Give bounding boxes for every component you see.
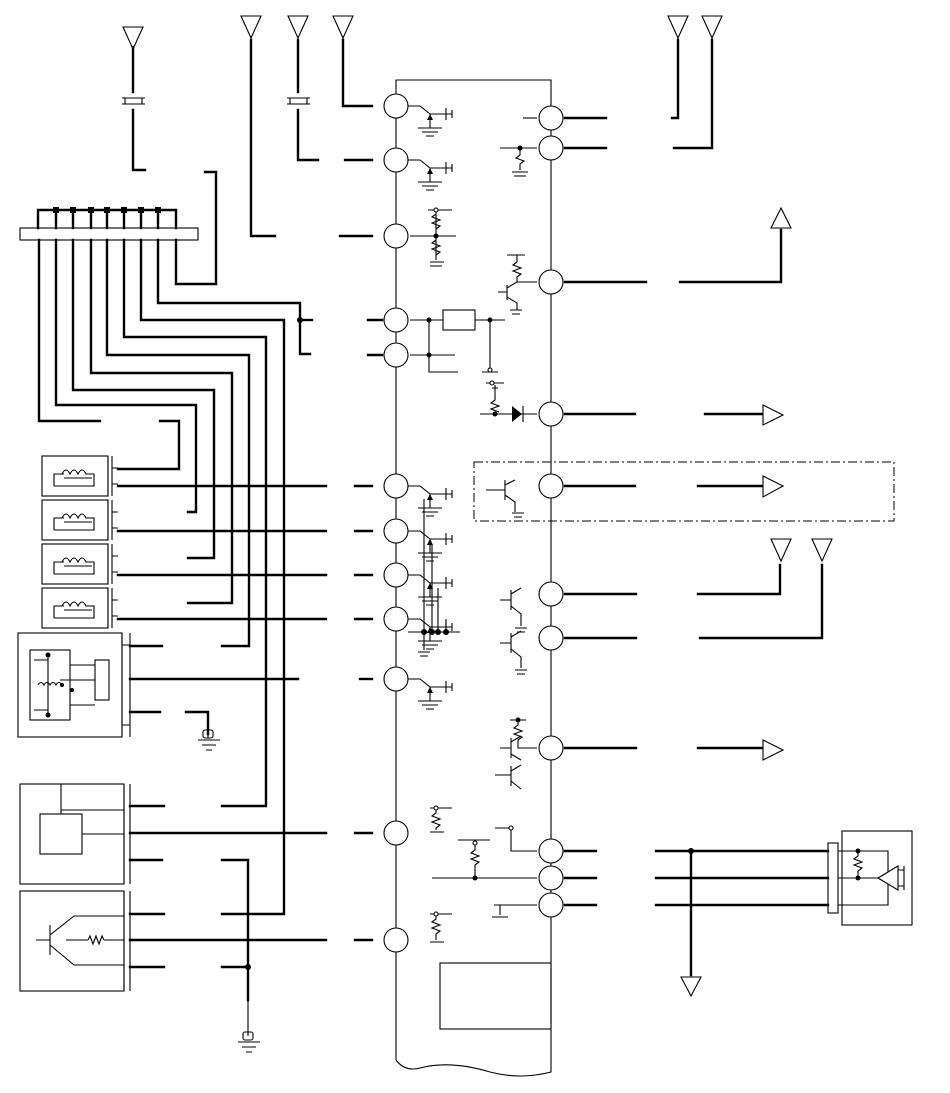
connector-pin-dot-3 [88, 207, 94, 213]
terminal-triangle-2 [240, 15, 262, 42]
ecu-internal-circuits [408, 105, 537, 943]
terminal-tap-4 [408, 530, 453, 562]
capacitor-symbol-2 [287, 97, 310, 105]
ecu-terminal-left-6 [383, 473, 409, 499]
ecu-terminal-right-5 [538, 473, 564, 499]
ecu-terminal-left-9 [383, 606, 409, 632]
terminal-triangle-lower-2 [811, 538, 833, 563]
ecu-terminal-right-8 [538, 735, 564, 761]
terminal-tap-5 [408, 574, 453, 606]
solenoid-valve-3 [41, 543, 118, 585]
solenoid-valve-1 [41, 455, 118, 497]
8-pin-connector [19, 170, 218, 286]
solenoid-valve-2 [41, 499, 118, 541]
arrow-right [762, 404, 785, 426]
sensor-box-transistor [19, 890, 328, 992]
ecu-terminal-left-5 [383, 342, 409, 368]
ecu-terminal-left-11 [383, 820, 409, 846]
ecu-terminal-right-11 [538, 892, 564, 918]
arrow-right [762, 475, 785, 498]
ecu-terminal-left-10 [383, 666, 409, 692]
relay-box [17, 632, 300, 738]
ecu-terminal-left-1 [383, 93, 409, 119]
ground-symbol-1 [198, 729, 220, 751]
solenoid-valves [41, 455, 118, 629]
ecu-terminal-right-10 [538, 865, 564, 891]
ecu-inner-block [439, 962, 552, 1030]
ecu-terminal-right-9 [538, 838, 564, 864]
connector-pin-dot-7 [155, 207, 161, 213]
arrow-down [680, 976, 702, 998]
ecu-terminal-right-4 [538, 401, 564, 427]
ecu-terminal-left-3 [383, 223, 409, 249]
connector-pin-dot-6 [138, 207, 144, 213]
sensor-box-square [19, 783, 328, 1002]
optional-circuit-outline [473, 461, 895, 522]
ecu-terminal-right-6 [538, 581, 564, 607]
connector-pin-dot-5 [121, 207, 127, 213]
top-feed-wires [122, 38, 714, 238]
amplifier-symbol [876, 865, 899, 891]
ecu-terminal-right-7 [538, 625, 564, 651]
terminal-tap-1 [408, 105, 453, 137]
ecu-terminal-right-1 [538, 105, 564, 131]
terminal-triangle-5 [667, 15, 689, 42]
connector-pin-dot-4 [104, 207, 110, 213]
ecu-terminal-right-3 [538, 269, 564, 295]
ecu-terminal-left-12 [383, 927, 409, 953]
terminal-tap-3 [408, 485, 453, 517]
ecu-terminal-right-2 [538, 135, 564, 161]
connector-pin-dot-1 [53, 207, 59, 213]
ecu-box [395, 79, 552, 1077]
arrow-right [762, 739, 785, 761]
amplifier-box [827, 830, 913, 926]
solenoid-valve-4 [41, 587, 118, 629]
right-output-wires [563, 116, 830, 977]
ground-symbol-2 [238, 1000, 260, 1053]
terminal-tap-7 [408, 678, 453, 710]
capacitor-symbol-1 [122, 97, 145, 105]
terminal-triangle-lower-1 [770, 538, 792, 563]
terminal-triangle-3 [287, 15, 309, 42]
ecu-terminals [383, 93, 564, 953]
harness-wires [37, 238, 314, 916]
terminal-tap-2 [408, 159, 453, 191]
ecu-terminal-left-7 [383, 518, 409, 544]
arrow-up [770, 206, 792, 229]
tap-common-links [423, 499, 447, 632]
ecu-terminal-left-8 [383, 562, 409, 588]
connector-pin-dot-2 [70, 207, 76, 213]
left-terminal-feeds [116, 158, 384, 942]
terminal-symbols-top [122, 15, 833, 563]
terminal-triangle-6 [701, 15, 723, 42]
ecu-terminal-left-4 [383, 307, 409, 333]
terminal-triangle-4 [332, 15, 354, 42]
ecu-terminal-left-2 [383, 147, 409, 173]
